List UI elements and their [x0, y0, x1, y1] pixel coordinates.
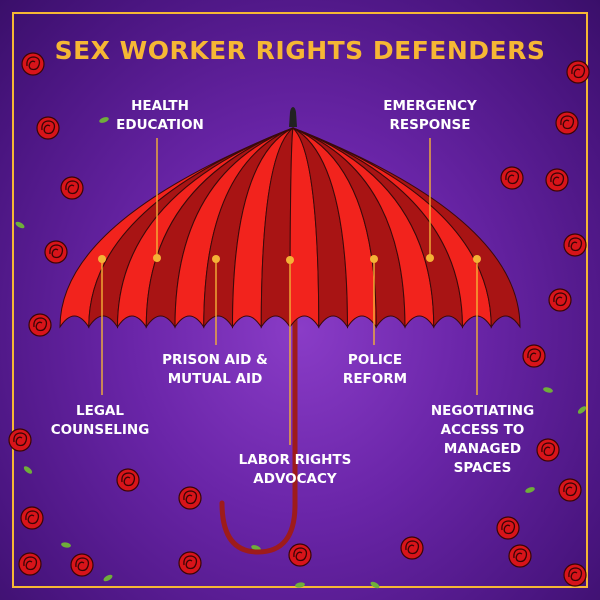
green-leaf-icon: [23, 466, 33, 474]
connector-dots: [98, 254, 481, 264]
red-rose-icon: [116, 468, 140, 492]
label-legal-counseling: LEGAL COUNSELING: [50, 403, 150, 438]
red-rose-icon: [563, 233, 587, 257]
green-leaf-icon: [15, 221, 25, 229]
red-rose-icon: [558, 478, 582, 502]
dot-negotiating: [473, 255, 481, 263]
red-rose-icon: [563, 563, 587, 587]
label-health-education: HEALTH EDUCATION: [116, 98, 204, 133]
red-rose-icon: [70, 553, 94, 577]
red-rose-icon: [288, 543, 312, 567]
green-leaf-icon: [370, 581, 380, 589]
green-leaf-icon: [577, 406, 587, 414]
red-rose-icon: [555, 111, 579, 135]
green-leaf-icon: [543, 387, 553, 393]
dot-labor: [286, 256, 294, 264]
green-leaf-icon: [295, 582, 305, 588]
red-rose-icon: [8, 428, 32, 452]
green-leaf-icon: [525, 487, 535, 493]
green-leaf-icon: [103, 574, 113, 582]
red-rose-icon: [496, 516, 520, 540]
red-rose-icon: [545, 168, 569, 192]
label-police-reform: POLICE REFORM: [342, 352, 408, 387]
label-negotiating-access: NEGOTIATING ACCESS TO MANAGED SPACES: [430, 403, 535, 476]
dot-health: [153, 254, 161, 262]
red-rose-icon: [60, 176, 84, 200]
red-rose-icon: [548, 288, 572, 312]
red-rose-icon: [178, 486, 202, 510]
red-rose-icon: [536, 438, 560, 462]
leaves-decoration: [15, 117, 587, 589]
dot-prison: [212, 255, 220, 263]
umbrella-tip: [289, 107, 297, 127]
red-rose-icon: [20, 506, 44, 530]
red-rose-icon: [44, 240, 68, 264]
page-title: SEX WORKER RIGHTS DEFENDERS: [54, 36, 546, 65]
connector-lines: [101, 138, 478, 445]
green-leaf-icon: [61, 542, 71, 548]
umbrella-canopy: [59, 126, 521, 329]
red-rose-icon: [28, 313, 52, 337]
red-rose-icon: [36, 116, 60, 140]
label-emergency-response: EMERGENCY RESPONSE: [383, 98, 477, 133]
red-rose-icon: [522, 344, 546, 368]
label-prison-aid: PRISON AID & MUTUAL AID: [162, 352, 268, 387]
umbrella-handle: [219, 257, 298, 555]
red-rose-icon: [21, 52, 45, 76]
red-rose-icon: [500, 166, 524, 190]
red-rose-icon: [566, 60, 590, 84]
red-rose-icon: [18, 552, 42, 576]
red-rose-icon: [400, 536, 424, 560]
dot-emergency: [426, 254, 434, 262]
dot-police: [370, 255, 378, 263]
red-rose-icon: [178, 551, 202, 575]
label-labor-rights: LABOR RIGHTS ADVOCACY: [238, 452, 352, 487]
canopy-panel: [292, 127, 521, 329]
red-rose-icon: [508, 544, 532, 568]
green-leaf-icon: [99, 117, 109, 123]
roses-decoration: [8, 52, 590, 587]
dot-legal: [98, 255, 106, 263]
